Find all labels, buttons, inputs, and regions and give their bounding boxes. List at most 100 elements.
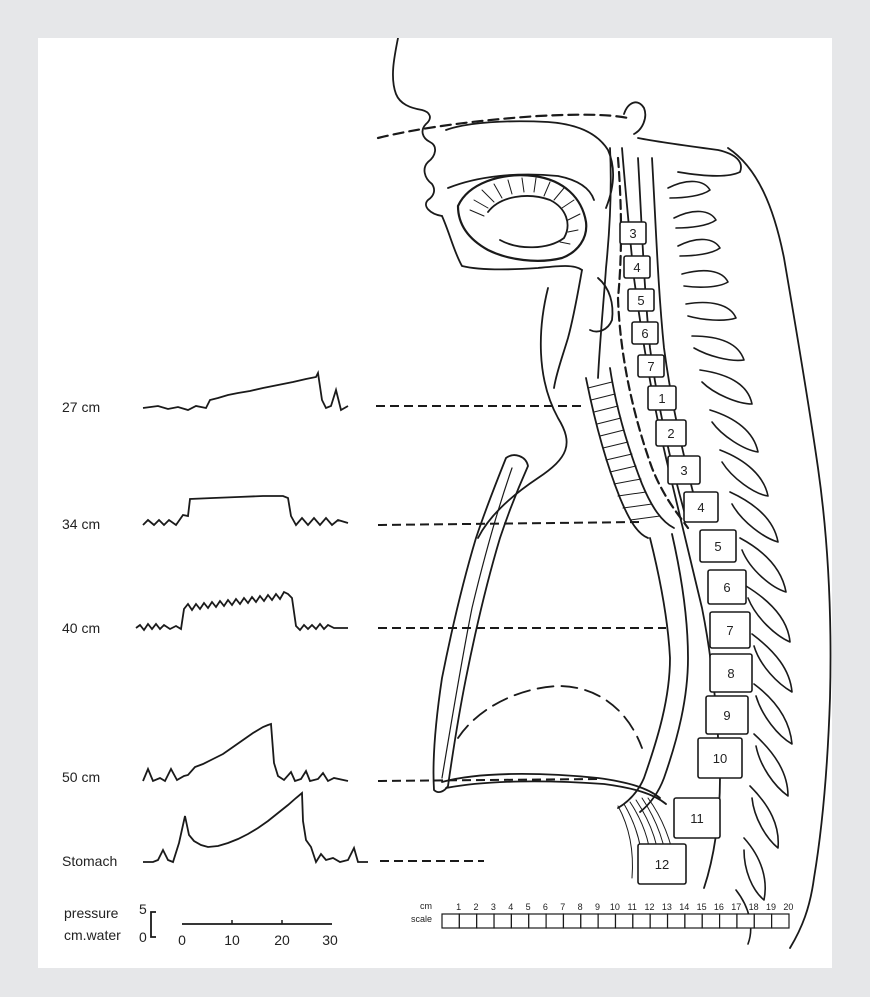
trace-label-27cm: 27 cm bbox=[62, 399, 100, 415]
cm-scale-tick-label: 19 bbox=[766, 902, 776, 912]
trace-50cm bbox=[143, 724, 348, 781]
diaphragm-line-1 bbox=[442, 774, 660, 798]
esophagus-front bbox=[618, 538, 670, 808]
figure-panel: 27 cm 34 cm 40 cm 50 cm Stomach bbox=[38, 38, 832, 968]
vertebra-label: 5 bbox=[714, 539, 721, 554]
cm-scale-segment bbox=[633, 914, 650, 928]
anatomy-drawing bbox=[378, 38, 831, 948]
trace-stomach bbox=[143, 793, 368, 862]
cervical-vertebra-5: 5 bbox=[628, 289, 654, 311]
vertebra-label: 3 bbox=[680, 463, 687, 478]
cm-scale-tick-label: 18 bbox=[749, 902, 759, 912]
thoracic-vertebra-6: 6 bbox=[708, 570, 746, 604]
trace-27cm bbox=[143, 373, 348, 410]
level-connectors bbox=[376, 406, 666, 861]
cm-scale-tick-label: 20 bbox=[783, 902, 793, 912]
thoracic-vertebra-5: 5 bbox=[700, 530, 736, 562]
pressure-scale-tick-top: 5 bbox=[139, 901, 147, 917]
cervical-vertebra-7: 7 bbox=[638, 355, 664, 377]
cm-scale-tick-label: 5 bbox=[526, 902, 531, 912]
cervical-vertebra-3: 3 bbox=[620, 222, 646, 244]
cervical-vertebra-4: 4 bbox=[624, 256, 650, 278]
cm-scale-segment bbox=[581, 914, 598, 928]
diaphragm-dome bbox=[458, 686, 642, 748]
esophageal-pressure-figure: 27 cm 34 cm 40 cm 50 cm Stomach bbox=[38, 38, 832, 968]
cm-scale-segment bbox=[685, 914, 702, 928]
cm-scale-tick-label: 1 bbox=[456, 902, 461, 912]
trace-label-40cm: 40 cm bbox=[62, 620, 100, 636]
cm-scale-unit: cm bbox=[420, 901, 432, 911]
cm-scale-segment bbox=[616, 914, 633, 928]
cm-scale-tick-label: 17 bbox=[731, 902, 741, 912]
cm-scale-tick-label: 10 bbox=[610, 902, 620, 912]
vertebra-label: 4 bbox=[697, 500, 704, 515]
thoracic-vertebra-11: 11 bbox=[674, 798, 720, 838]
tongue-inner bbox=[488, 196, 568, 247]
vertebra-label: 7 bbox=[726, 623, 733, 638]
trace-label-50cm: 50 cm bbox=[62, 769, 100, 785]
back-outline bbox=[728, 148, 831, 948]
cm-scale-segment bbox=[442, 914, 459, 928]
cm-scale-segment bbox=[650, 914, 667, 928]
pressure-traces bbox=[136, 373, 368, 862]
cm-scale-segment bbox=[511, 914, 528, 928]
cm-scale-tick-label: 7 bbox=[560, 902, 565, 912]
cm-scale-segment bbox=[754, 914, 771, 928]
cm-scale-tick-label: 2 bbox=[474, 902, 479, 912]
thoracic-vertebra-12: 12 bbox=[638, 844, 686, 884]
pharynx-anterior-wall bbox=[554, 270, 582, 388]
cm-scale-tick-label: 4 bbox=[508, 902, 513, 912]
cm-scale-tick-label: 14 bbox=[679, 902, 689, 912]
cm-scale-tick-label: 12 bbox=[645, 902, 655, 912]
trace-label-34cm: 34 cm bbox=[62, 516, 100, 532]
pharynx-posterior-wall bbox=[598, 148, 611, 378]
trace-labels: 27 cm 34 cm 40 cm 50 cm Stomach bbox=[62, 399, 117, 869]
trace-40cm bbox=[136, 592, 348, 630]
cm-scale-segment bbox=[546, 914, 563, 928]
thoracic-vertebra-1: 1 bbox=[648, 386, 676, 410]
cm-scale-tick-label: 13 bbox=[662, 902, 672, 912]
neck-front bbox=[478, 288, 567, 538]
thoracic-vertebra-3: 3 bbox=[668, 456, 700, 484]
cm-scale-segment bbox=[529, 914, 546, 928]
nasopharynx-outline bbox=[446, 121, 613, 208]
vertebra-label: 6 bbox=[641, 326, 648, 341]
pressure-scale-unit: cm.water bbox=[64, 927, 121, 943]
vertebra-label: 12 bbox=[655, 857, 669, 872]
cm-scale-tick-label: 3 bbox=[491, 902, 496, 912]
cm-scale-segment bbox=[737, 914, 754, 928]
thoracic-vertebra-2: 2 bbox=[656, 420, 686, 446]
cm-scale-segment bbox=[563, 914, 580, 928]
trace-label-stomach: Stomach bbox=[62, 853, 117, 869]
thoracic-vertebra-8: 8 bbox=[710, 654, 752, 692]
cm-scale-segment bbox=[668, 914, 685, 928]
cm-scale-segment bbox=[772, 914, 789, 928]
pressure-scale-tick-bottom: 0 bbox=[139, 929, 147, 945]
cm-scale-tick-label: 16 bbox=[714, 902, 724, 912]
skull-base bbox=[624, 102, 741, 175]
time-scale-tick-label: 20 bbox=[274, 932, 290, 948]
time-scale-tick-label: 0 bbox=[178, 932, 186, 948]
cm-scale-ruler: 1234567891011121314151617181920 bbox=[442, 902, 793, 928]
cm-scale-segment bbox=[459, 914, 476, 928]
vertebra-label: 10 bbox=[713, 751, 727, 766]
vertebra-label: 7 bbox=[647, 359, 654, 374]
pressure-scale: pressure cm.water 5 0 bbox=[64, 901, 156, 945]
vertebra-label: 2 bbox=[667, 426, 674, 441]
vertebra-label: 11 bbox=[690, 811, 704, 826]
time-scale-tick-label: 30 bbox=[322, 932, 338, 948]
cm-scale-tick-label: 9 bbox=[595, 902, 600, 912]
cm-scale-tick-label: 6 bbox=[543, 902, 548, 912]
time-scale-tick-label: 10 bbox=[224, 932, 240, 948]
trace-34cm bbox=[143, 496, 348, 525]
time-scale: 0 10 20 30 bbox=[178, 920, 338, 948]
pressure-scale-label: pressure bbox=[64, 905, 119, 921]
vertebra-label: 1 bbox=[658, 391, 665, 406]
cm-scale-tick-label: 8 bbox=[578, 902, 583, 912]
vertebra-label: 3 bbox=[629, 226, 636, 241]
thoracic-vertebra-10: 10 bbox=[698, 738, 742, 778]
thoracic-vertebra-7: 7 bbox=[710, 612, 750, 648]
connector-34cm bbox=[378, 522, 641, 525]
cm-scale-tick-label: 11 bbox=[628, 902, 637, 912]
